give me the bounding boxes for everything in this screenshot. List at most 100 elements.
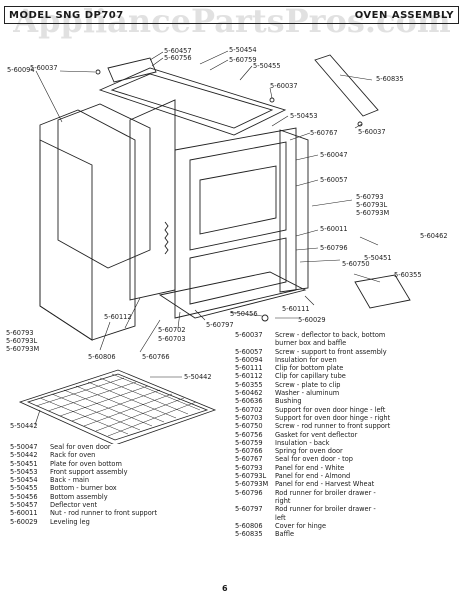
legend-part-number: 5-60111 — [235, 364, 263, 373]
legend-description: Nut - rod runner to front support — [50, 509, 158, 518]
callout-5-60702: 5-60702 — [158, 326, 186, 334]
legend-row: 5-60702 Support for oven door hinge - lef… — [235, 406, 390, 414]
legend-part-number: 5-50047 — [10, 443, 38, 451]
callout-5-50454: 5-50454 — [229, 46, 257, 54]
legend-part-number: 5-50454 — [10, 476, 38, 485]
legend-description: Seal for oven door — [50, 443, 111, 451]
legend-description: Screw - support to front assembly — [275, 347, 387, 356]
oven-cavity-side-shape — [129, 99, 176, 301]
legend-description: Panel for end - Almond — [275, 472, 351, 481]
legend-part-number: 5-60835 — [235, 530, 263, 539]
legend-part-number: 5-60355 — [235, 380, 263, 389]
callout-5-50451: 5-50451 — [364, 254, 392, 262]
legend-part-number: 5-60703 — [235, 413, 263, 422]
legend-description: Clip for capillary tube — [275, 372, 346, 381]
callout-5-50442-a: 5-50442 — [184, 373, 212, 381]
legend-description: Support for oven door hinge - right — [275, 413, 391, 422]
legend-description: Clip for bottom plate — [275, 364, 344, 373]
callout-5-60029: 5-60029 — [298, 316, 326, 324]
callout-5-60793M: 5-60793M — [356, 209, 390, 217]
legend-description-continued: left — [275, 513, 286, 522]
legend-description: Rod runner for broiler drawer - — [275, 488, 376, 497]
door-spring-shape — [164, 221, 169, 255]
callout-5-50456: 5-50456 — [230, 310, 258, 318]
callout-5-60793-b: 5-60793 — [6, 329, 34, 337]
legend-description: Front support assembly — [50, 467, 128, 476]
legend-description: Rack for oven — [50, 451, 96, 460]
callout-5-60111: 5-60111 — [282, 305, 310, 313]
oven-rack-drawing — [18, 369, 217, 444]
callout-5-60759: 5-60759 — [229, 56, 257, 64]
legend-part-number: 5-60806 — [235, 521, 263, 530]
callout-5-60057: 5-60057 — [320, 176, 348, 184]
left-end-panel-face-shape — [39, 139, 93, 341]
legend-description: Insulation for oven — [275, 355, 337, 364]
legend-description: Seal for oven door - top — [275, 455, 353, 464]
legend-description: Panel for end - Harvest Wheat — [275, 480, 375, 489]
page-header: MODEL SNG DP707 OVEN ASSEMBLY — [4, 6, 459, 24]
legend-part-number: 5-60029 — [10, 517, 38, 526]
back-panel-shape — [98, 67, 287, 136]
legend-part-number: 5-60462 — [235, 389, 263, 398]
legend-row: 5-60462 Washer - aluminum — [235, 389, 390, 397]
broiler-opening-shape — [189, 237, 287, 305]
legend-row: 5-60835 Baffle — [235, 530, 390, 538]
callout-5-60037-a: 5-60037 — [30, 64, 58, 72]
model-title: MODEL SNG DP707 — [9, 9, 124, 21]
rack-leader-lines — [34, 376, 182, 426]
oven-rack-frame-shape — [18, 369, 217, 444]
callout-5-60793L: 5-60793L — [356, 201, 388, 209]
callout-5-60011: 5-60011 — [320, 225, 348, 233]
legend-part-number: 5-60702 — [235, 405, 263, 414]
legend-description-continued: right — [275, 496, 291, 505]
callout-5-60767: 5-60767 — [310, 129, 338, 137]
legend-row: 5-50047 Seal for oven door — [10, 443, 157, 451]
page-number: 6 — [222, 584, 228, 593]
legend-part-number: 5-50457 — [10, 501, 38, 510]
legend-part-number: 5-50455 — [10, 484, 38, 493]
legend-row: 5-60112 Clip for capillary tube — [235, 372, 390, 380]
legend-description: Back - main — [50, 476, 90, 485]
callout-5-60796: 5-60796 — [320, 244, 348, 252]
left-end-panel-shape — [39, 109, 136, 341]
right-end-panel-shape — [279, 129, 309, 293]
legend-part-number: 5-60766 — [235, 447, 263, 456]
callout-5-60766: 5-60766 — [142, 353, 170, 361]
callout-5-60094: 5-60094 — [7, 66, 35, 74]
legend-part-number: 5-60797 — [235, 505, 263, 514]
legend-part-number: 5-60094 — [235, 355, 263, 364]
legend-part-number: 5-60011 — [10, 509, 38, 518]
callout-5-60047: 5-60047 — [320, 151, 348, 159]
legend-description-continued: burner box and baffle — [275, 339, 347, 348]
legend-description: Insulation - back — [275, 438, 330, 447]
legend-description: Support for oven door hinge - left — [275, 405, 386, 414]
callout-5-60457: 5-60457 — [164, 47, 192, 55]
legend-row: 5-60111 Clip for bottom plate — [235, 364, 390, 372]
bottom-assembly-shape — [158, 271, 307, 319]
callout-5-60355: 5-60355 — [394, 271, 422, 279]
callout-5-60793M-b: 5-60793M — [6, 345, 40, 353]
legend-part-number: 5-60750 — [235, 422, 263, 431]
callout-5-60703: 5-60703 — [158, 335, 186, 343]
oven-window-shape — [199, 165, 277, 235]
legend-description: Baffle — [275, 530, 294, 539]
legend-part-number: 5-60112 — [235, 372, 263, 381]
legend-description: Plate for oven bottom — [50, 459, 122, 468]
exploded-parts-diagram: 5-60037 5-60457 5-60756 5-50454 5-60759 … — [6, 46, 448, 444]
legend-description: Washer - aluminum — [275, 389, 340, 398]
